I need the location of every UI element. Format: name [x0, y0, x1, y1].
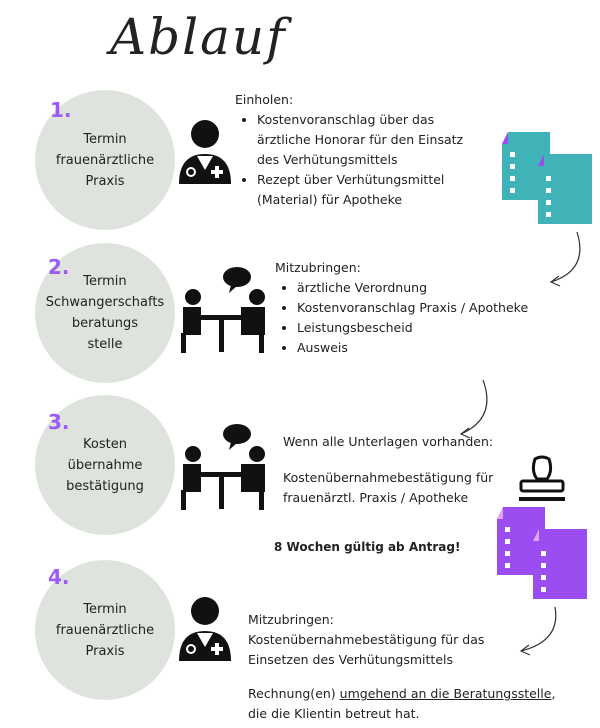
stamp-icon	[519, 455, 565, 501]
invoice-text-end: , die die Klientin betreut hat.	[248, 686, 556, 721]
step-3-text: Wenn alle Unterlagen vorhanden: Kostenüb…	[283, 432, 508, 508]
step-4-heading: Mitzubringen:	[248, 612, 334, 627]
step-3-circle: Kosten übernahme bestätigung	[35, 395, 175, 535]
step-1-number: 1.	[50, 98, 72, 122]
step-4-circle: Termin frauenärztliche Praxis	[35, 560, 175, 700]
page-title: Ablauf	[110, 8, 287, 66]
consultation-icon	[181, 267, 265, 353]
arrow-icon	[549, 231, 581, 287]
doctor-icon	[179, 120, 231, 184]
step-3-body: Kostenübernahmebestätigung für frauenärz…	[283, 470, 494, 505]
step-1-heading: Einholen:	[235, 92, 294, 107]
step-3-heading: Wenn alle Unterlagen vorhanden:	[283, 434, 494, 449]
step-4-number: 4.	[48, 565, 70, 589]
list-item: Rezept über Verhütungsmittel (Material) …	[257, 170, 465, 210]
doctor-icon	[179, 597, 231, 661]
invoice-emphasis: umgehend an die Beratungsstelle	[339, 686, 552, 701]
step-2-text: Mitzubringen: ärztliche VerordnungKosten…	[275, 258, 575, 358]
step-2-number: 2.	[48, 255, 70, 279]
list-item: Kostenvoranschlag Praxis / Apotheke	[297, 298, 575, 318]
arrow-icon	[459, 379, 488, 439]
invoice-text: Rechnung(en)	[248, 686, 340, 701]
invoice-note: Rechnung(en) umgehend an die Beratungsst…	[248, 684, 568, 724]
validity-note: 8 Wochen gültig ab Antrag!	[274, 540, 461, 554]
consultation-icon	[181, 424, 265, 510]
step-2-heading: Mitzubringen:	[275, 260, 361, 275]
arrow-icon	[519, 606, 557, 656]
step-2-circle: Termin Schwangerschafts beratungs stelle	[35, 243, 175, 383]
list-item: ärztliche Verordnung	[297, 278, 575, 298]
step-1-circle: Termin frauenärztliche Praxis	[35, 90, 175, 230]
step-4-text: Mitzubringen: Kostenübernahmebestätigung…	[248, 610, 508, 670]
list-item: Ausweis	[297, 338, 575, 358]
step-1-text: Einholen: Kostenvoranschlag über das ärz…	[235, 90, 465, 210]
documents-icon	[502, 132, 592, 224]
list-item: Kostenvoranschlag über das ärztliche Hon…	[257, 110, 465, 170]
list-item: Leistungsbescheid	[297, 318, 575, 338]
step-4-body: Kostenübernahmebestätigung für das Einse…	[248, 632, 485, 667]
step-3-number: 3.	[48, 410, 70, 434]
documents-icon	[497, 507, 587, 599]
